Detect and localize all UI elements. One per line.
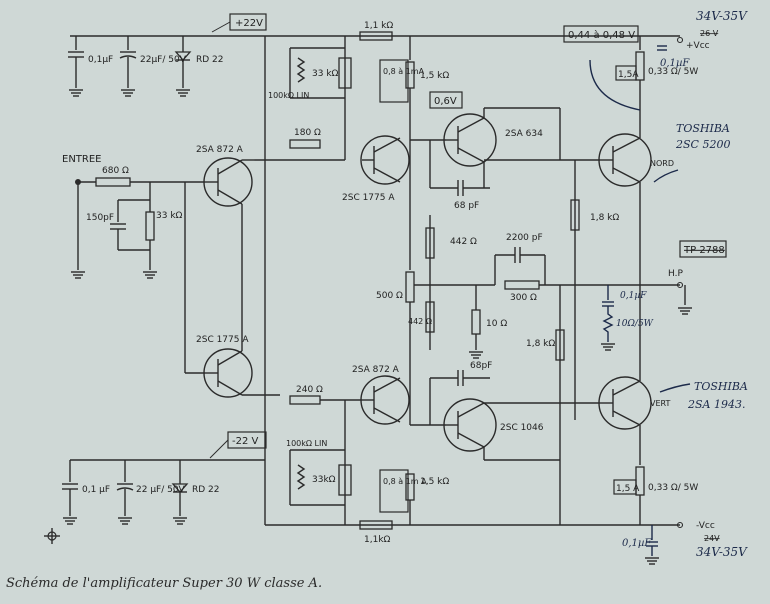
pos-rail-label: +22V bbox=[235, 18, 263, 29]
vcc-top-label: +Vcc bbox=[686, 41, 710, 51]
r15k-top-label: 1,5 kΩ bbox=[420, 71, 449, 81]
fuse-bot-label: 1,5 A bbox=[616, 484, 640, 494]
vas-top-resistors: 1,5 kΩ bbox=[405, 36, 449, 270]
pot100k-top-label: 100kΩ LIN bbox=[268, 91, 309, 100]
c2200-label: 2200 pF bbox=[506, 233, 543, 243]
rail-top-old-label: 26 V bbox=[700, 29, 719, 38]
bias-voltage-label: 0,44 à 0,48 V bbox=[568, 29, 635, 41]
output-bias-resistors: 1,8 kΩ 1,8 kΩ bbox=[526, 160, 619, 525]
positive-rail bbox=[70, 35, 680, 525]
r33k-bot-label: 33kΩ bbox=[312, 475, 336, 485]
negative-rail bbox=[70, 459, 680, 526]
c68-bot-label: 68pF bbox=[470, 361, 492, 371]
vcc-bot-label: -Vcc bbox=[696, 521, 715, 531]
crosshair-icon bbox=[44, 528, 60, 544]
q-2sa872-bot-label: 2SA 872 A bbox=[352, 365, 400, 375]
c150-label: 150pF bbox=[86, 213, 114, 223]
hw-part-top: 2SC 5200 bbox=[675, 138, 730, 151]
input-transistor-top: 2SA 872 A bbox=[196, 145, 253, 207]
r300-label: 300 Ω bbox=[510, 293, 537, 303]
output-wiring: 0,33 Ω/ 5W 0,33 Ω/ 5W 1,5A 1,5 A +Vcc 26… bbox=[613, 29, 720, 543]
figure-caption: Schéma de l'amplificateur Super 30 W cla… bbox=[6, 576, 323, 591]
r180-label: 180 Ω bbox=[294, 128, 321, 138]
vbe-label: 0,6V bbox=[434, 96, 457, 107]
neg-rail-label: -22 V bbox=[232, 436, 259, 447]
c68-top-label: 68 pF bbox=[454, 201, 479, 211]
top-supply-filter: 0,1µF 22µF/ 50V RD 22 bbox=[68, 36, 224, 97]
hw-zobel-r: 10Ω/5W bbox=[616, 319, 654, 329]
cap-01-top-label: 0,1µF bbox=[88, 55, 113, 65]
hw-toshiba-bot: TOSHIBA bbox=[694, 380, 748, 393]
vas-transistor-bottom: 2SA 872 A bbox=[352, 365, 410, 425]
r33k-top-label: 33 kΩ bbox=[312, 69, 339, 79]
vbe-box: 0,6V bbox=[429, 91, 463, 109]
input-stage: ENTREE 680 Ω 150pF 33 kΩ bbox=[62, 154, 205, 279]
bottom-supply-filter: 0,1 µF 22 µF/ 50V RD 22 bbox=[44, 460, 220, 544]
hp-label: H.P bbox=[668, 269, 683, 279]
cap-01-bot-label: 0,1 µF bbox=[82, 485, 110, 495]
hw-toshiba-top: TOSHIBA bbox=[676, 122, 730, 135]
q-2sc1775-top-label: 2SC 1775 A bbox=[342, 193, 395, 203]
driver-transistor-top: 2SA 634 68 pF bbox=[410, 107, 600, 211]
npn-mark-label: NORD bbox=[650, 159, 674, 168]
bias-voltage-box: 0,44 à 0,48 V bbox=[563, 25, 639, 43]
ma-top-box: 0,8 à 1mA bbox=[379, 59, 425, 103]
q-2sc1046-label: 2SC 1046 bbox=[500, 423, 544, 433]
r442a-label: 442 Ω bbox=[450, 237, 477, 247]
vas-transistor-top: 2SC 1775 A bbox=[342, 135, 410, 203]
r442b-label: 442 Ω bbox=[408, 317, 432, 326]
vas-bottom-network: 240 Ω 100kΩ LIN 33kΩ 1,1kΩ bbox=[286, 385, 393, 545]
vas-top-network: 1,1 kΩ 33 kΩ 100kΩ LIN 180 Ω bbox=[268, 21, 393, 160]
ma-bottom-box: 0,8 à 1m A bbox=[379, 469, 427, 513]
r18k-b-label: 1,8 kΩ bbox=[526, 339, 555, 349]
r240-label: 240 Ω bbox=[296, 385, 323, 395]
hw-part-bot: 2SA 1943. bbox=[687, 398, 745, 411]
pos-rail-box: +22V bbox=[211, 13, 267, 33]
r18k-a-label: 1,8 kΩ bbox=[590, 213, 619, 223]
hw-rail-bot: 34V-35V bbox=[696, 545, 748, 559]
r11k-bot-label: 1,1kΩ bbox=[364, 535, 391, 545]
driver-transistor-bottom: 2SC 1046 68pF bbox=[410, 361, 600, 461]
input-label: ENTREE bbox=[62, 154, 102, 165]
q-2sc1775-bottom-left-label: 2SC 1775 A bbox=[196, 335, 249, 345]
neg-rail-box: -22 V bbox=[209, 431, 267, 459]
r15k-bot-label: 1,5 kΩ bbox=[420, 477, 449, 487]
r033-top-label: 0,33 Ω/ 5W bbox=[648, 67, 698, 77]
vas-bottom-resistors: 1,5 kΩ bbox=[405, 473, 449, 525]
output-transistor-pnp: VERT bbox=[598, 376, 671, 430]
r10-label: 10 Ω bbox=[486, 319, 507, 329]
r680-label: 680 Ω bbox=[102, 166, 129, 176]
pot100k-bot-label: 100kΩ LIN bbox=[286, 439, 327, 448]
hw-zobel-c: 0,1µF bbox=[620, 291, 647, 301]
cap-22-top-label: 22µF/ 50V bbox=[140, 55, 187, 65]
hw-cap-top: 0,1µF bbox=[660, 58, 690, 69]
r11k-top-label: 1,1 kΩ bbox=[364, 21, 393, 31]
pot500-label: 500 Ω bbox=[376, 291, 403, 301]
rail-bot-old-label: 24V bbox=[704, 534, 720, 543]
bias-network: 442 Ω 500 Ω 442 Ω 2200 pF 300 Ω 10 Ω bbox=[376, 215, 680, 425]
r033-bot-label: 0,33 Ω/ 5W bbox=[648, 483, 698, 493]
fuse-top-label: 1,5A bbox=[618, 70, 639, 80]
tp-box: TP 2788 bbox=[679, 240, 727, 258]
cap-22-bot-label: 22 µF/ 50V bbox=[136, 485, 186, 495]
zener-top-label: RD 22 bbox=[196, 55, 224, 65]
hw-cap-bot: 0,1µF bbox=[622, 538, 652, 549]
q-2sa634-label: 2SA 634 bbox=[505, 129, 543, 139]
hw-rail-top: 34V-35V bbox=[696, 9, 748, 23]
tp-label: TP 2788 bbox=[683, 245, 725, 256]
zener-bot-label: RD 22 bbox=[192, 485, 220, 495]
ma-top-label: 0,8 à 1mA bbox=[383, 67, 425, 76]
q-2sa872-top-label: 2SA 872 A bbox=[196, 145, 244, 155]
handwritten-notes: 34V-35V 0,1µF TOSHIBA 2SC 5200 0,1µF 10Ω… bbox=[589, 9, 748, 565]
output-transistor-npn: NORD bbox=[598, 133, 674, 187]
input-wiring bbox=[184, 159, 345, 396]
ma-bot-label: 0,8 à 1m A bbox=[383, 477, 427, 486]
r33k-in-label: 33 kΩ bbox=[156, 211, 183, 221]
pnp-mark-label: VERT bbox=[650, 399, 671, 408]
